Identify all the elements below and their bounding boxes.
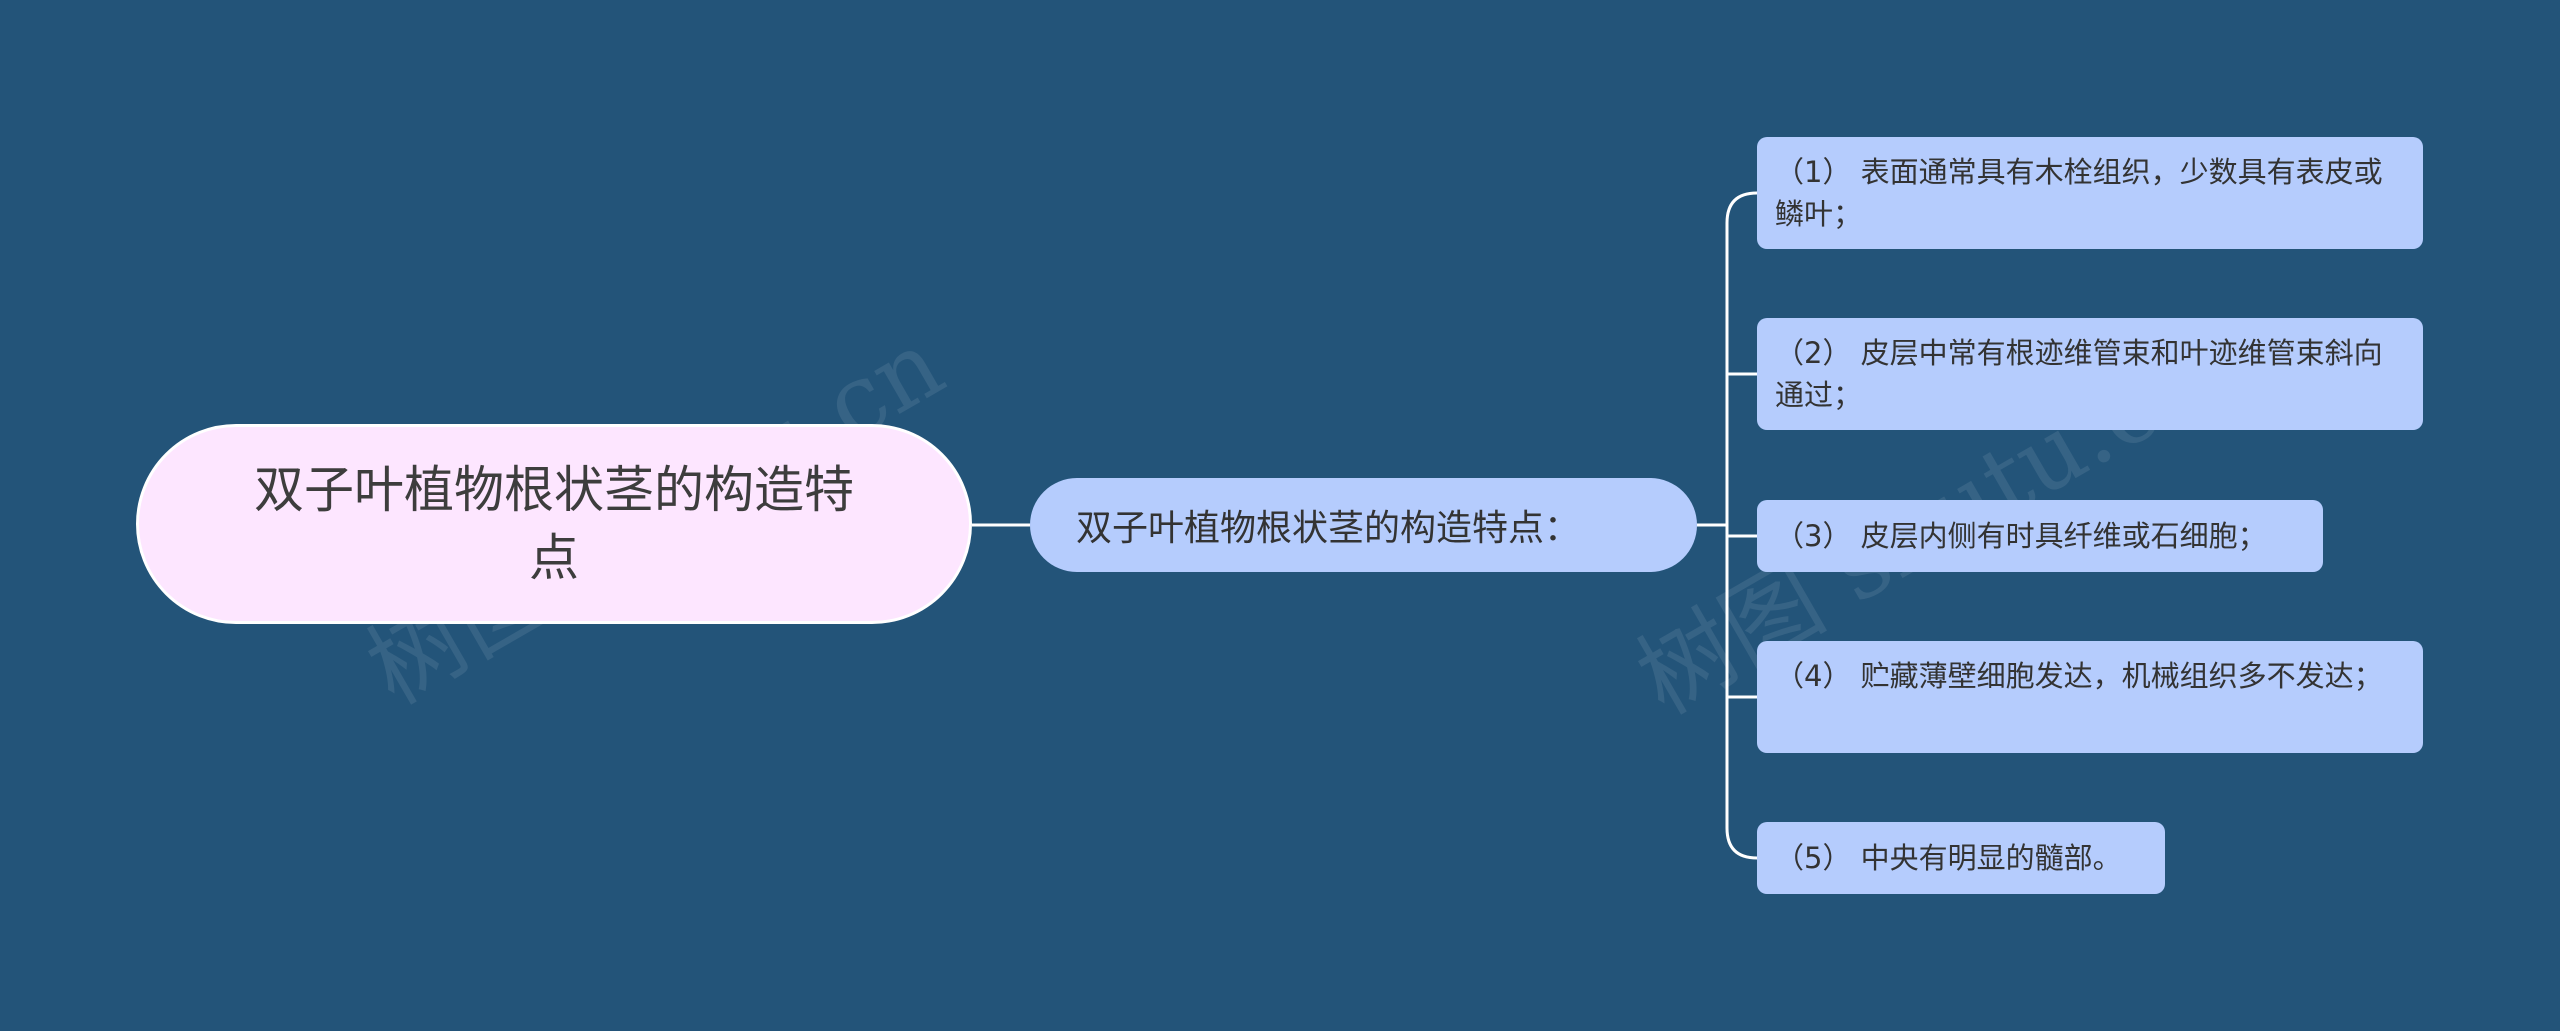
leaf-node-label: （2） 皮层中常有根迹维管束和叶迹维管束斜向通过； <box>1775 336 2383 412</box>
leaf-node-5[interactable]: （5） 中央有明显的髓部。 <box>1757 822 2165 894</box>
leaf-node-label: （5） 中央有明显的髓部。 <box>1775 841 2122 875</box>
branch-node[interactable]: 双子叶植物根状茎的构造特点： <box>1030 478 1697 572</box>
branch-node-label: 双子叶植物根状茎的构造特点： <box>1076 508 1581 549</box>
leaf-node-label: （4） 贮藏薄壁细胞发达，机械组织多不发达； <box>1775 659 2383 693</box>
root-node[interactable]: 双子叶植物根状茎的构造特点 <box>136 424 972 624</box>
leaf-node-label: （1） 表面通常具有木栓组织，少数具有表皮或鳞叶； <box>1775 155 2383 231</box>
leaf-node-4[interactable]: （4） 贮藏薄壁细胞发达，机械组织多不发达； <box>1757 641 2423 753</box>
leaf-node-2[interactable]: （2） 皮层中常有根迹维管束和叶迹维管束斜向通过； <box>1757 318 2423 430</box>
leaf-bracket <box>1725 191 1758 860</box>
leaf-node-label: （3） 皮层内侧有时具纤维或石细胞； <box>1775 519 2267 553</box>
root-node-label: 双子叶植物根状茎的构造特点 <box>254 461 854 587</box>
leaf-node-1[interactable]: （1） 表面通常具有木栓组织，少数具有表皮或鳞叶； <box>1757 137 2423 249</box>
leaf-node-3[interactable]: （3） 皮层内侧有时具纤维或石细胞； <box>1757 500 2323 572</box>
